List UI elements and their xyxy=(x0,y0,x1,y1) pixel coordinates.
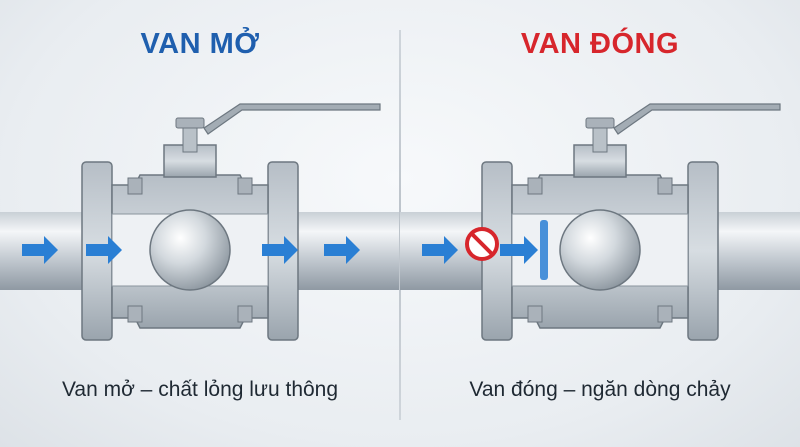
valve-ball xyxy=(149,209,231,291)
closed-valve-illustration xyxy=(400,103,800,341)
flow-arrow-icon xyxy=(324,236,360,264)
valve-handle-icon xyxy=(613,103,781,135)
stem-nut xyxy=(585,117,615,129)
bolt xyxy=(127,177,143,195)
flow-arrow-icon xyxy=(22,236,58,264)
flow-arrows xyxy=(22,236,360,264)
flow-arrow-icon xyxy=(422,236,458,264)
bolt xyxy=(527,177,543,195)
flow-arrow-icon xyxy=(86,236,122,264)
title-open-valve: VAN MỞ xyxy=(140,28,260,60)
flow-arrow-icon xyxy=(262,236,298,264)
bolt xyxy=(127,305,143,323)
stop-sign-icon xyxy=(465,227,499,261)
bolt xyxy=(657,177,673,195)
valve-handle-icon xyxy=(203,103,381,135)
valve-ball xyxy=(559,209,641,291)
panel-closed-valve: VAN ĐÓNG xyxy=(400,0,800,447)
bolt xyxy=(237,305,253,323)
caption-closed-valve: Van đóng – ngăn dòng chảy xyxy=(469,378,731,401)
title-closed-valve: VAN ĐÓNG xyxy=(520,28,680,60)
flow-arrow-icon xyxy=(500,236,538,264)
bolt xyxy=(657,305,673,323)
seal-ring xyxy=(540,220,548,280)
panel-open-valve: VAN MỞ xyxy=(0,28,400,401)
open-valve-illustration xyxy=(0,103,400,341)
right-flange xyxy=(687,161,719,341)
bolt xyxy=(237,177,253,195)
bolt xyxy=(527,305,543,323)
flow-arrows xyxy=(422,236,538,264)
stem-nut xyxy=(175,117,205,129)
caption-open-valve: Van mở – chất lỏng lưu thông xyxy=(61,378,339,401)
